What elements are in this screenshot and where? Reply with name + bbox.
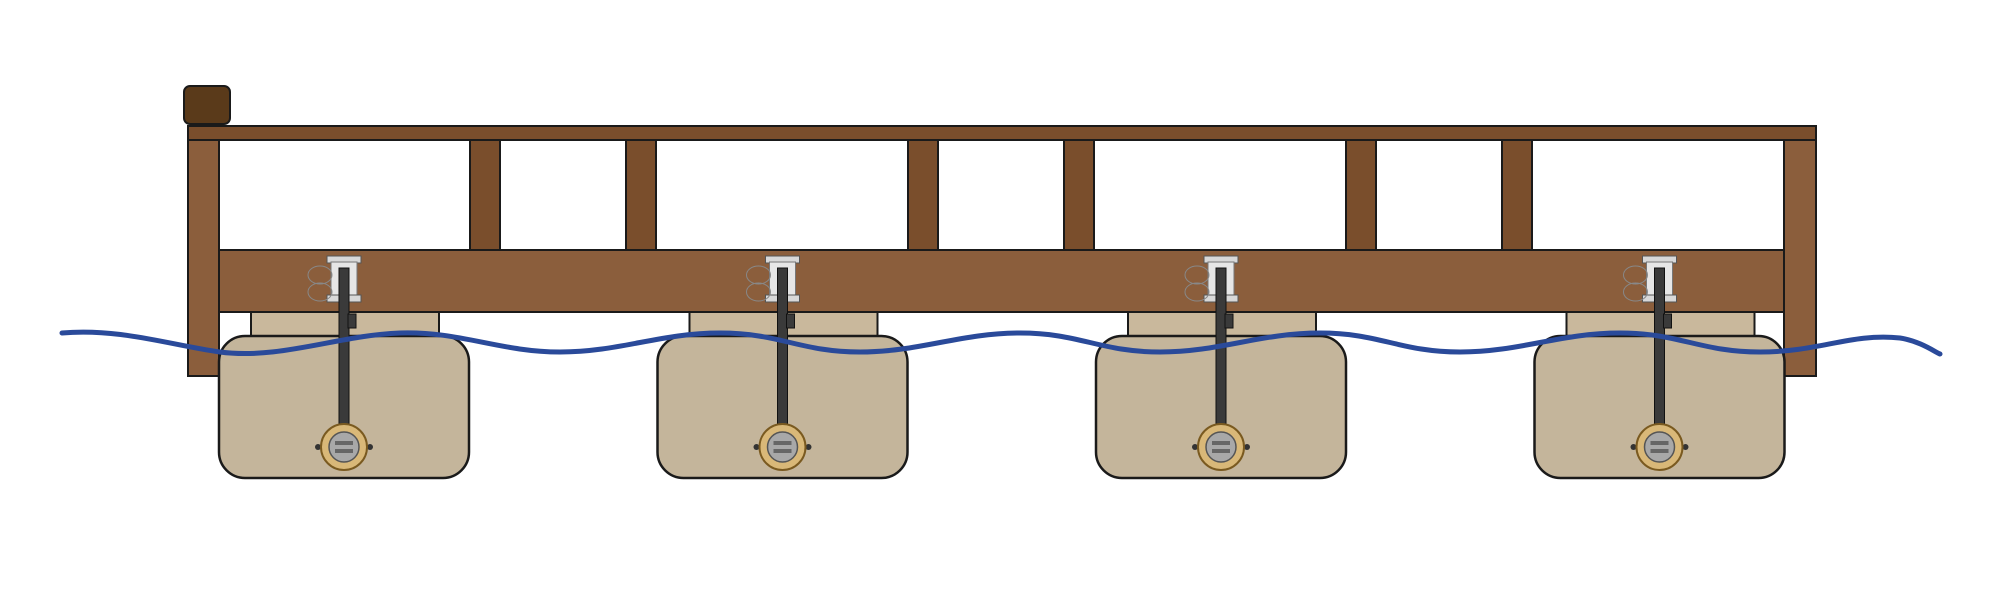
rod-clamp [347,313,357,329]
light-ear [367,444,373,450]
light-led-bar [1650,441,1669,445]
left-corner-post [187,139,220,377]
rod-clamp [1663,313,1672,329]
light-face [328,431,360,463]
intermediate-posts [469,139,1533,251]
post [469,139,501,251]
light-ear [1244,444,1250,450]
underwater-light-icon [1192,423,1250,471]
rod-clamp [1224,313,1234,329]
top-rail [187,125,1817,141]
light-ear [1682,444,1689,450]
post [1063,139,1095,251]
underwater-light-icon [315,423,373,471]
cable-loop [746,282,771,302]
post-cap-icon [183,85,231,125]
light-ear [1630,444,1637,450]
light-ear [753,444,760,450]
float-unit [1533,255,1786,480]
light-face [766,431,799,463]
cable-loop [307,282,333,302]
water-line-icon [59,329,1943,357]
light-ear [315,444,321,450]
light-mount-rod [338,267,350,429]
light-face [1643,431,1676,463]
light-face [1205,431,1237,463]
cable-loop [1184,282,1210,302]
main-beam [218,249,1785,313]
cable-loop [1623,265,1648,285]
post [625,139,657,251]
post [907,139,939,251]
light-led-bar [1212,449,1230,453]
light-mount-rod [777,267,788,429]
rod-clamp [786,313,795,329]
light-mount-rod [1654,267,1665,429]
float-unit [217,255,471,480]
underwater-light-icon [753,423,812,471]
cable-loop [307,265,333,285]
light-ear [1192,444,1198,450]
post [1345,139,1377,251]
light-led-bar [335,449,353,453]
light-led-bar [1650,449,1669,453]
cable-loop [1184,265,1210,285]
floats [217,255,1786,480]
light-led-bar [335,441,353,445]
right-corner-post [1783,139,1817,377]
underwater-light-icon [1630,423,1689,471]
float-unit [656,255,909,480]
post [1501,139,1533,251]
light-ear [805,444,812,450]
cable-loop [1623,282,1648,302]
light-led-bar [1212,441,1230,445]
light-led-bar [773,449,792,453]
cable-loop [746,265,771,285]
light-led-bar [773,441,792,445]
